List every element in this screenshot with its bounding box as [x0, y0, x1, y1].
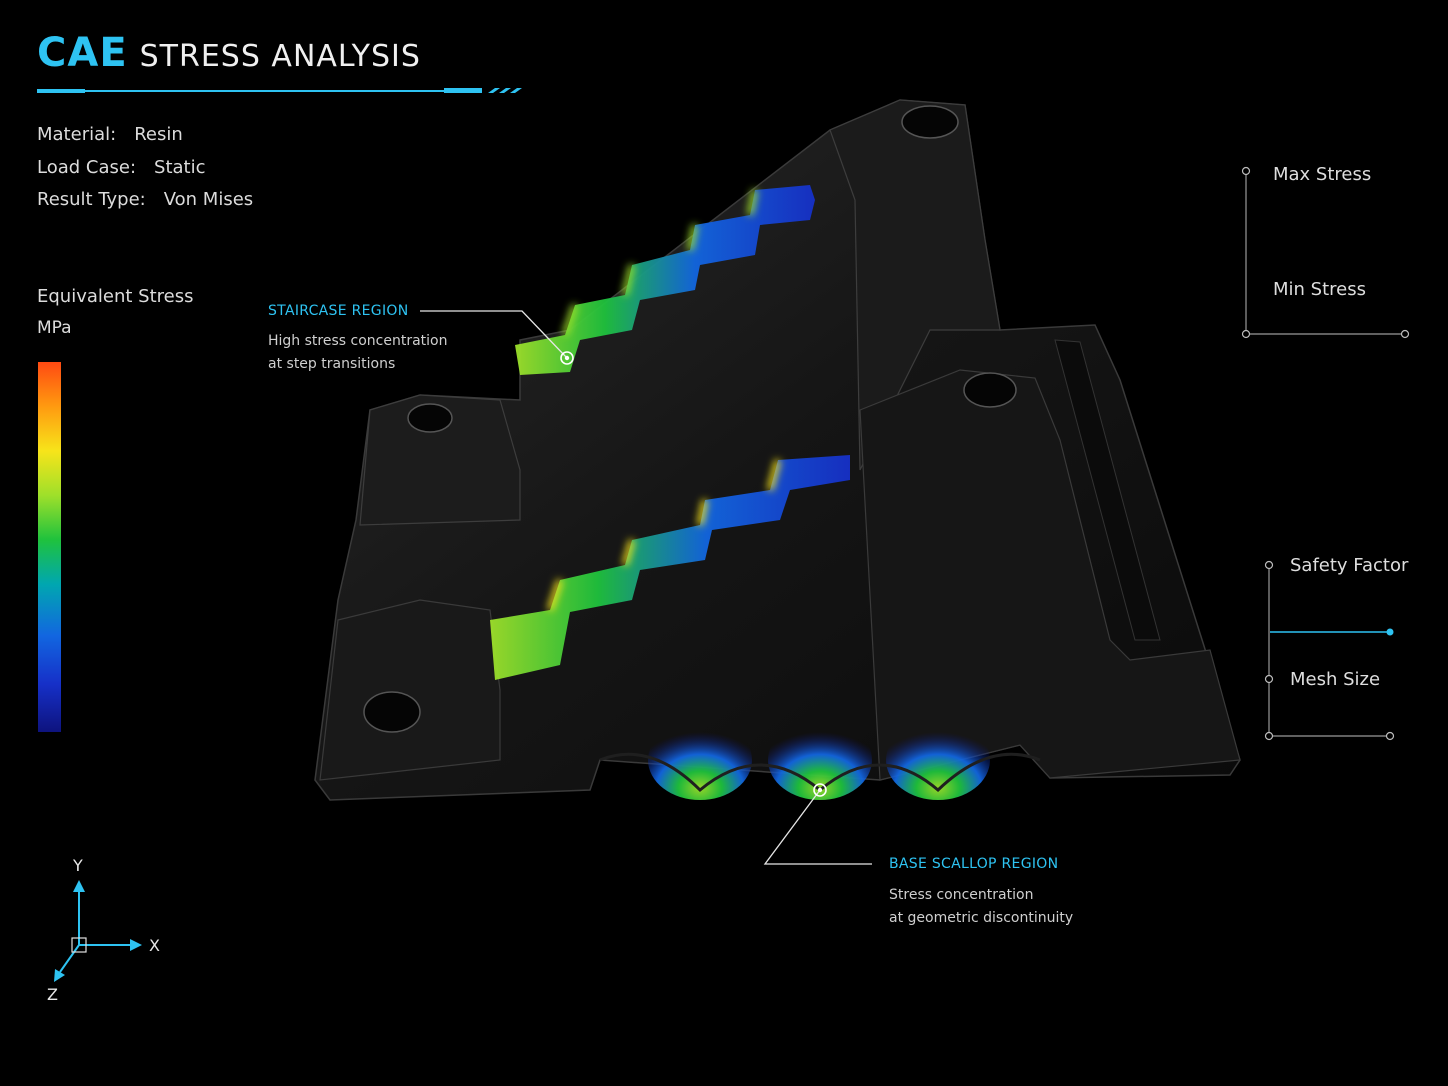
mount-hole-top [901, 105, 959, 139]
staircase-callout-text: High stress concentration at step transi… [268, 330, 447, 376]
left-lower-block [319, 599, 501, 781]
axis-x-label: X [149, 936, 160, 955]
staircase-callout-title: STAIRCASE REGION [268, 303, 409, 319]
mount-hole-left [407, 403, 453, 433]
mount-hole-right [963, 372, 1017, 408]
stress-range-bracket [1241, 166, 1410, 339]
safety-factor-label[interactable]: Safety Factor [1290, 555, 1409, 576]
property-value: Static [154, 157, 206, 178]
property-value: Von Mises [163, 189, 254, 210]
property-load-case: Load Case: Static [37, 157, 206, 178]
brand-label: CAE [37, 30, 128, 76]
max-stress-label[interactable]: Max Stress [1273, 164, 1372, 185]
mesh-size-label[interactable]: Mesh Size [1290, 669, 1381, 690]
min-stress-label[interactable]: Min Stress [1273, 279, 1366, 300]
scallop-callout-leader [763, 783, 872, 865]
mount-hole-bottom [363, 691, 421, 733]
title-label: STRESS ANALYSIS [139, 39, 421, 74]
stress-color-bar [38, 362, 61, 732]
upper-block [829, 99, 1001, 471]
property-material: Material: Resin [37, 124, 183, 145]
axis-triad[interactable] [54, 880, 142, 982]
upper-staircase[interactable] [515, 185, 815, 375]
page-title: CAE STRESS ANALYSIS [37, 30, 421, 76]
property-label: Result Type: [37, 189, 146, 210]
axis-y-label: Y [73, 856, 83, 875]
legend-unit: MPa [37, 318, 72, 338]
property-label: Load Case: [37, 157, 137, 178]
scallop-callout-line2: at geometric discontinuity [889, 910, 1074, 926]
property-label: Material: [37, 124, 117, 145]
scallop-callout-line1: Stress concentration [889, 887, 1034, 903]
base-scallops[interactable] [599, 720, 1041, 800]
property-result-type: Result Type: Von Mises [37, 189, 253, 210]
property-value: Resin [134, 124, 183, 145]
axis-z-label: Z [47, 985, 58, 1004]
scallop-callout-title: BASE SCALLOP REGION [889, 856, 1059, 872]
left-upper-block [359, 394, 521, 526]
legend-title: Equivalent Stress [37, 286, 194, 307]
lower-staircase[interactable] [490, 455, 850, 680]
right-slot [1054, 339, 1161, 641]
staircase-callout-line1: High stress concentration [268, 333, 448, 349]
staircase-callout-line2: at step transitions [268, 356, 396, 372]
scallop-callout-text: Stress concentration at geometric discon… [889, 884, 1073, 930]
title-underline [37, 88, 522, 93]
right-block [859, 369, 1241, 781]
staircase-callout-leader [420, 310, 574, 365]
mesh-bracket [1264, 560, 1395, 741]
